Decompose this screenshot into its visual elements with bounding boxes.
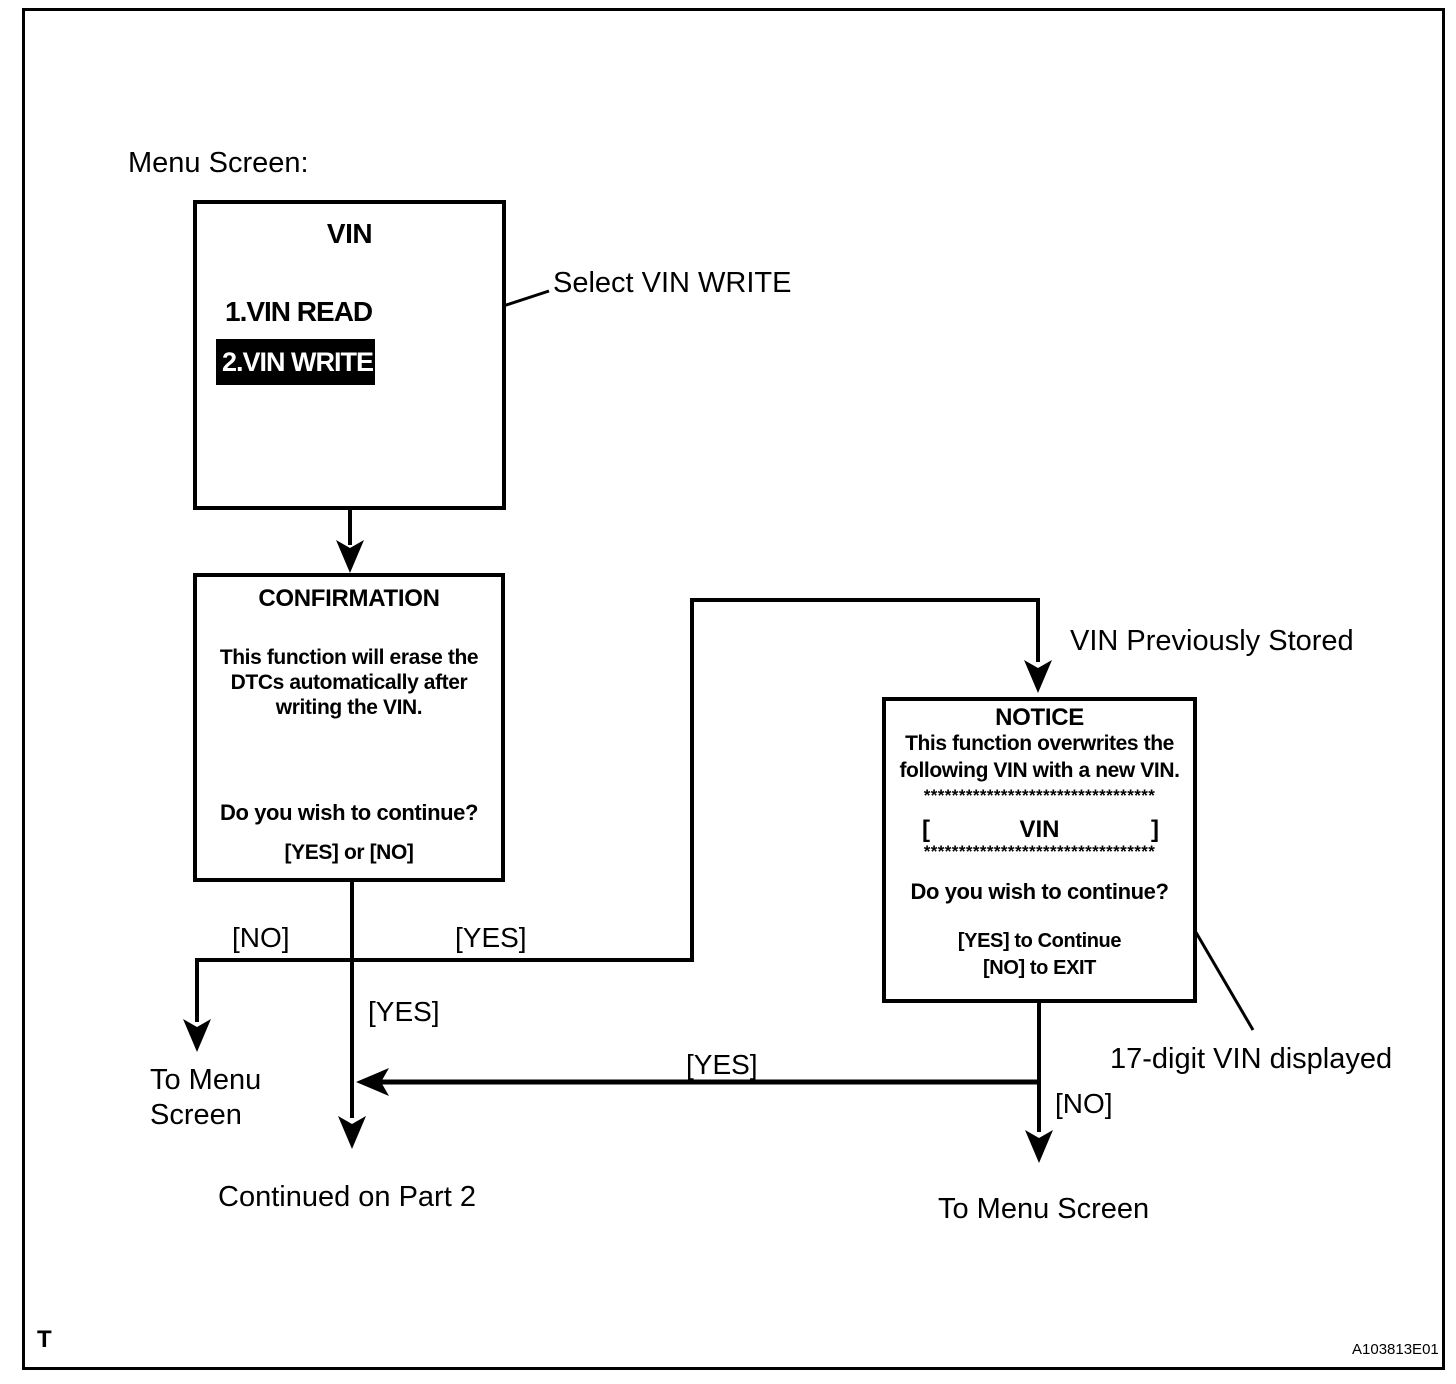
menu-item-vin-write-highlighted: 2.VIN WRITE — [216, 339, 375, 385]
figure-id: A103813E01 — [1352, 1341, 1439, 1358]
branch-label-yes-right: [YES] — [455, 922, 527, 953]
to-menu-label-line2: Screen — [150, 1099, 242, 1131]
arrowhead-continued-part2 — [338, 1116, 366, 1149]
notice-question: Do you wish to continue? — [910, 879, 1169, 904]
notice-body-line-1: This function overwrites the — [905, 732, 1174, 755]
confirmation-question: Do you wish to continue? — [219, 800, 479, 825]
branch-label-notice-no: [NO] — [1055, 1088, 1113, 1119]
notice-no-option: [NO] to EXIT — [983, 957, 1096, 979]
vin-row-open-bracket: [ — [922, 816, 930, 843]
notice-vin-row: [ VIN ] — [882, 816, 1197, 846]
arrowhead-no-to-menu — [183, 1019, 211, 1052]
confirmation-box — [193, 573, 505, 882]
notice-yes-option: [YES] to Continue — [957, 930, 1122, 952]
menu-item-vin-write-label: 2.VIN WRITE — [222, 346, 374, 377]
notice-asterisk-row-top: ********************************* — [923, 786, 1156, 805]
vin-previously-stored-annotation: VIN Previously Stored — [1070, 625, 1354, 657]
vin-row-label: VIN — [1019, 816, 1060, 843]
branch-label-yes-return: [YES] — [686, 1049, 758, 1080]
menu-item-vin-read: 1.VIN READ — [225, 296, 373, 327]
continued-part2-label: Continued on Part 2 — [218, 1181, 476, 1213]
branch-label-no: [NO] — [232, 922, 290, 953]
page-border — [22, 8, 1445, 1370]
vin-menu-title: VIN — [326, 218, 373, 249]
confirmation-options: [YES] or [NO] — [284, 841, 414, 864]
arrowhead-vin-to-confirmation — [336, 540, 364, 573]
branch-label-yes-down: [YES] — [368, 996, 440, 1027]
corner-mark: T — [37, 1326, 52, 1353]
notice-box — [882, 697, 1197, 1003]
confirmation-body-line-2: DTCs automatically after — [230, 671, 468, 694]
arrowhead-into-notice — [1024, 660, 1052, 693]
notice-body-line-2: following VIN with a new VIN. — [899, 759, 1180, 782]
notice-title: NOTICE — [995, 704, 1084, 731]
confirmation-body-line-1: This function will erase the — [219, 646, 479, 669]
select-vin-write-annotation: Select VIN WRITE — [553, 267, 792, 299]
to-menu-label-line1: To Menu — [150, 1064, 262, 1096]
vin-displayed-annotation: 17-digit VIN displayed — [1110, 1043, 1393, 1075]
confirmation-body-line-3: writing the VIN. — [275, 696, 423, 719]
menu-screen-label: Menu Screen: — [128, 147, 309, 179]
vin-row-close-bracket: ] — [1151, 816, 1159, 843]
connector-yes-to-notice — [690, 598, 1040, 962]
confirmation-title: CONFIRMATION — [258, 585, 440, 612]
notice-asterisk-row-bottom: ********************************* — [923, 842, 1156, 861]
arrowhead-yes-return — [356, 1068, 389, 1096]
to-menu-screen-label: To Menu Screen — [938, 1193, 1150, 1225]
arrowhead-notice-to-menu — [1025, 1130, 1053, 1163]
